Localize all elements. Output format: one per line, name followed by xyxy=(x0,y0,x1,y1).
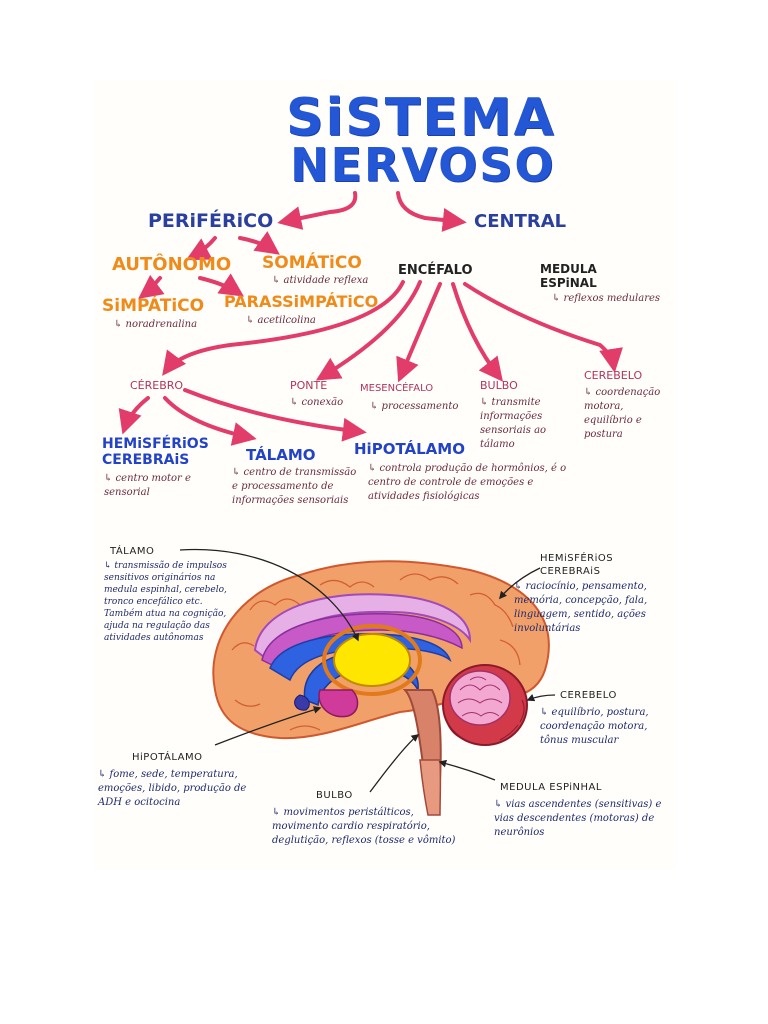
diagram-medula-note: ↳ vias ascendentes (sensitivas) e vias d… xyxy=(494,799,662,838)
annotation-arrows xyxy=(179,548,556,793)
pituitary-shape xyxy=(294,694,310,711)
arrow-to-simpatico xyxy=(138,274,165,299)
thalamus-outline xyxy=(322,624,422,696)
bulbo-label: BULBO xyxy=(480,379,518,392)
diagram-bulbo-note: ↳ movimentos peristálticos, movimento ca… xyxy=(272,807,456,846)
encefalo-label: ENCÉFALO xyxy=(398,263,473,278)
hipotalamo-label: HiPOTÁLAMO xyxy=(354,440,465,458)
pointer-hemisferios xyxy=(499,567,541,600)
concept-arrows xyxy=(118,191,623,446)
hypothalamus-shape xyxy=(318,689,359,718)
pointer-medula xyxy=(438,759,496,781)
arrow-to-periferico xyxy=(277,191,358,230)
diagram-hipotalamo-note: ↳ fome, sede, temperatura, emoções, libi… xyxy=(98,769,247,808)
mesencefalo-note: ↳ processamento xyxy=(370,401,459,412)
diagram-talamo-label: TÁLAMO xyxy=(110,546,155,557)
ponte-label: PONTE xyxy=(290,379,328,392)
medulla-shape xyxy=(419,759,442,816)
pointer-hipotalamo xyxy=(214,706,322,746)
lateral-ventricle xyxy=(269,633,452,682)
thalamus-shape xyxy=(333,633,411,687)
simpatico-label: SiMPÁTiCO xyxy=(102,296,205,316)
diagram-bulbo-label: BULBO xyxy=(316,790,353,801)
somatico-label: SOMÁTiCO xyxy=(262,253,362,273)
arrow-to-cerebro xyxy=(162,280,405,376)
arrow-to-ponte xyxy=(315,280,422,381)
hemisferios-note: ↳ centro motor e sensorial xyxy=(104,473,191,498)
cerebellum-shape xyxy=(442,664,528,746)
mesencefalo-label: MESENCÉFALO xyxy=(360,383,434,394)
title-line-2: NERVOSO xyxy=(290,138,556,192)
hemisferios-label: HEMiSFÉRiOS CEREBRAiS xyxy=(102,436,209,468)
simpatico-note: ↳ noradrenalina xyxy=(114,319,198,330)
arrow-to-hemisferios xyxy=(118,396,150,435)
cerebelo-label: CEREBELO xyxy=(584,369,643,382)
cerebelo-note: ↳ coordenação motora, equilíbrio e postu… xyxy=(584,387,661,440)
ponte-note: ↳ conexão xyxy=(290,397,344,408)
autonomo-label: AUTÔNOMO xyxy=(112,254,232,275)
parassimpatico-label: PARASSiMPÁTiCO xyxy=(224,292,379,311)
somatico-note: ↳ atividade reflexa xyxy=(272,275,369,286)
cerebro-label: CÉREBRO xyxy=(130,379,184,392)
talamo-note: ↳ centro de transmissão e processamento … xyxy=(232,467,357,506)
pointer-bulbo xyxy=(369,734,420,793)
arrow-to-central xyxy=(396,191,467,232)
diagram-cerebelo-label: CEREBELO xyxy=(560,690,617,701)
arrow-to-autonomo xyxy=(185,236,217,261)
diagram-medula-label: MEDULA ESPiNHAL xyxy=(500,782,602,793)
periferico-label: PERiFÉRiCO xyxy=(148,210,274,232)
pointer-talamo xyxy=(179,548,359,642)
arrow-to-mesencefalo xyxy=(396,282,442,383)
arrow-to-bulbo xyxy=(451,282,503,382)
arrow-to-talamo xyxy=(163,396,257,446)
central-label: CENTRAL xyxy=(474,211,567,232)
arrow-to-cerebelo xyxy=(463,282,623,373)
diagram-hemisferios-note: ↳ raciocínio, pensamento, memória, conce… xyxy=(514,581,648,634)
pointer-cerebelo xyxy=(526,694,556,702)
paper-sheet xyxy=(95,80,675,870)
medula-note: ↳ reflexos medulares xyxy=(552,293,661,304)
arrow-to-somatico xyxy=(238,231,280,255)
diagram-cerebelo-note: ↳ equilíbrio, postura, coordenação motor… xyxy=(540,707,649,746)
arrow-to-parassimpatico xyxy=(198,273,244,297)
diagram-hemisferios-label: HEMiSFÉRiOS CEREBRAiS xyxy=(540,553,614,577)
corpus-callosum xyxy=(261,613,463,670)
diagram-talamo-note: ↳ transmissão de impulsos sensitivos ori… xyxy=(104,561,227,643)
talamo-label: TÁLAMO xyxy=(246,446,316,464)
hipotalamo-note: ↳ controla produção de hormônios, é o ce… xyxy=(368,463,567,502)
medula-label: MEDULA ESPiNAL xyxy=(540,262,597,290)
bulbo-note: ↳ transmite informações sensoriais ao tá… xyxy=(480,397,547,450)
arrow-to-hipotalamo xyxy=(183,388,367,442)
diagram-hipotalamo-label: HiPOTÁLAMO xyxy=(132,752,203,763)
parassimpatico-note: ↳ acetilcolina xyxy=(246,315,316,326)
brain-illustration xyxy=(212,560,550,816)
title-line-1: SiSTEMA xyxy=(286,88,556,148)
